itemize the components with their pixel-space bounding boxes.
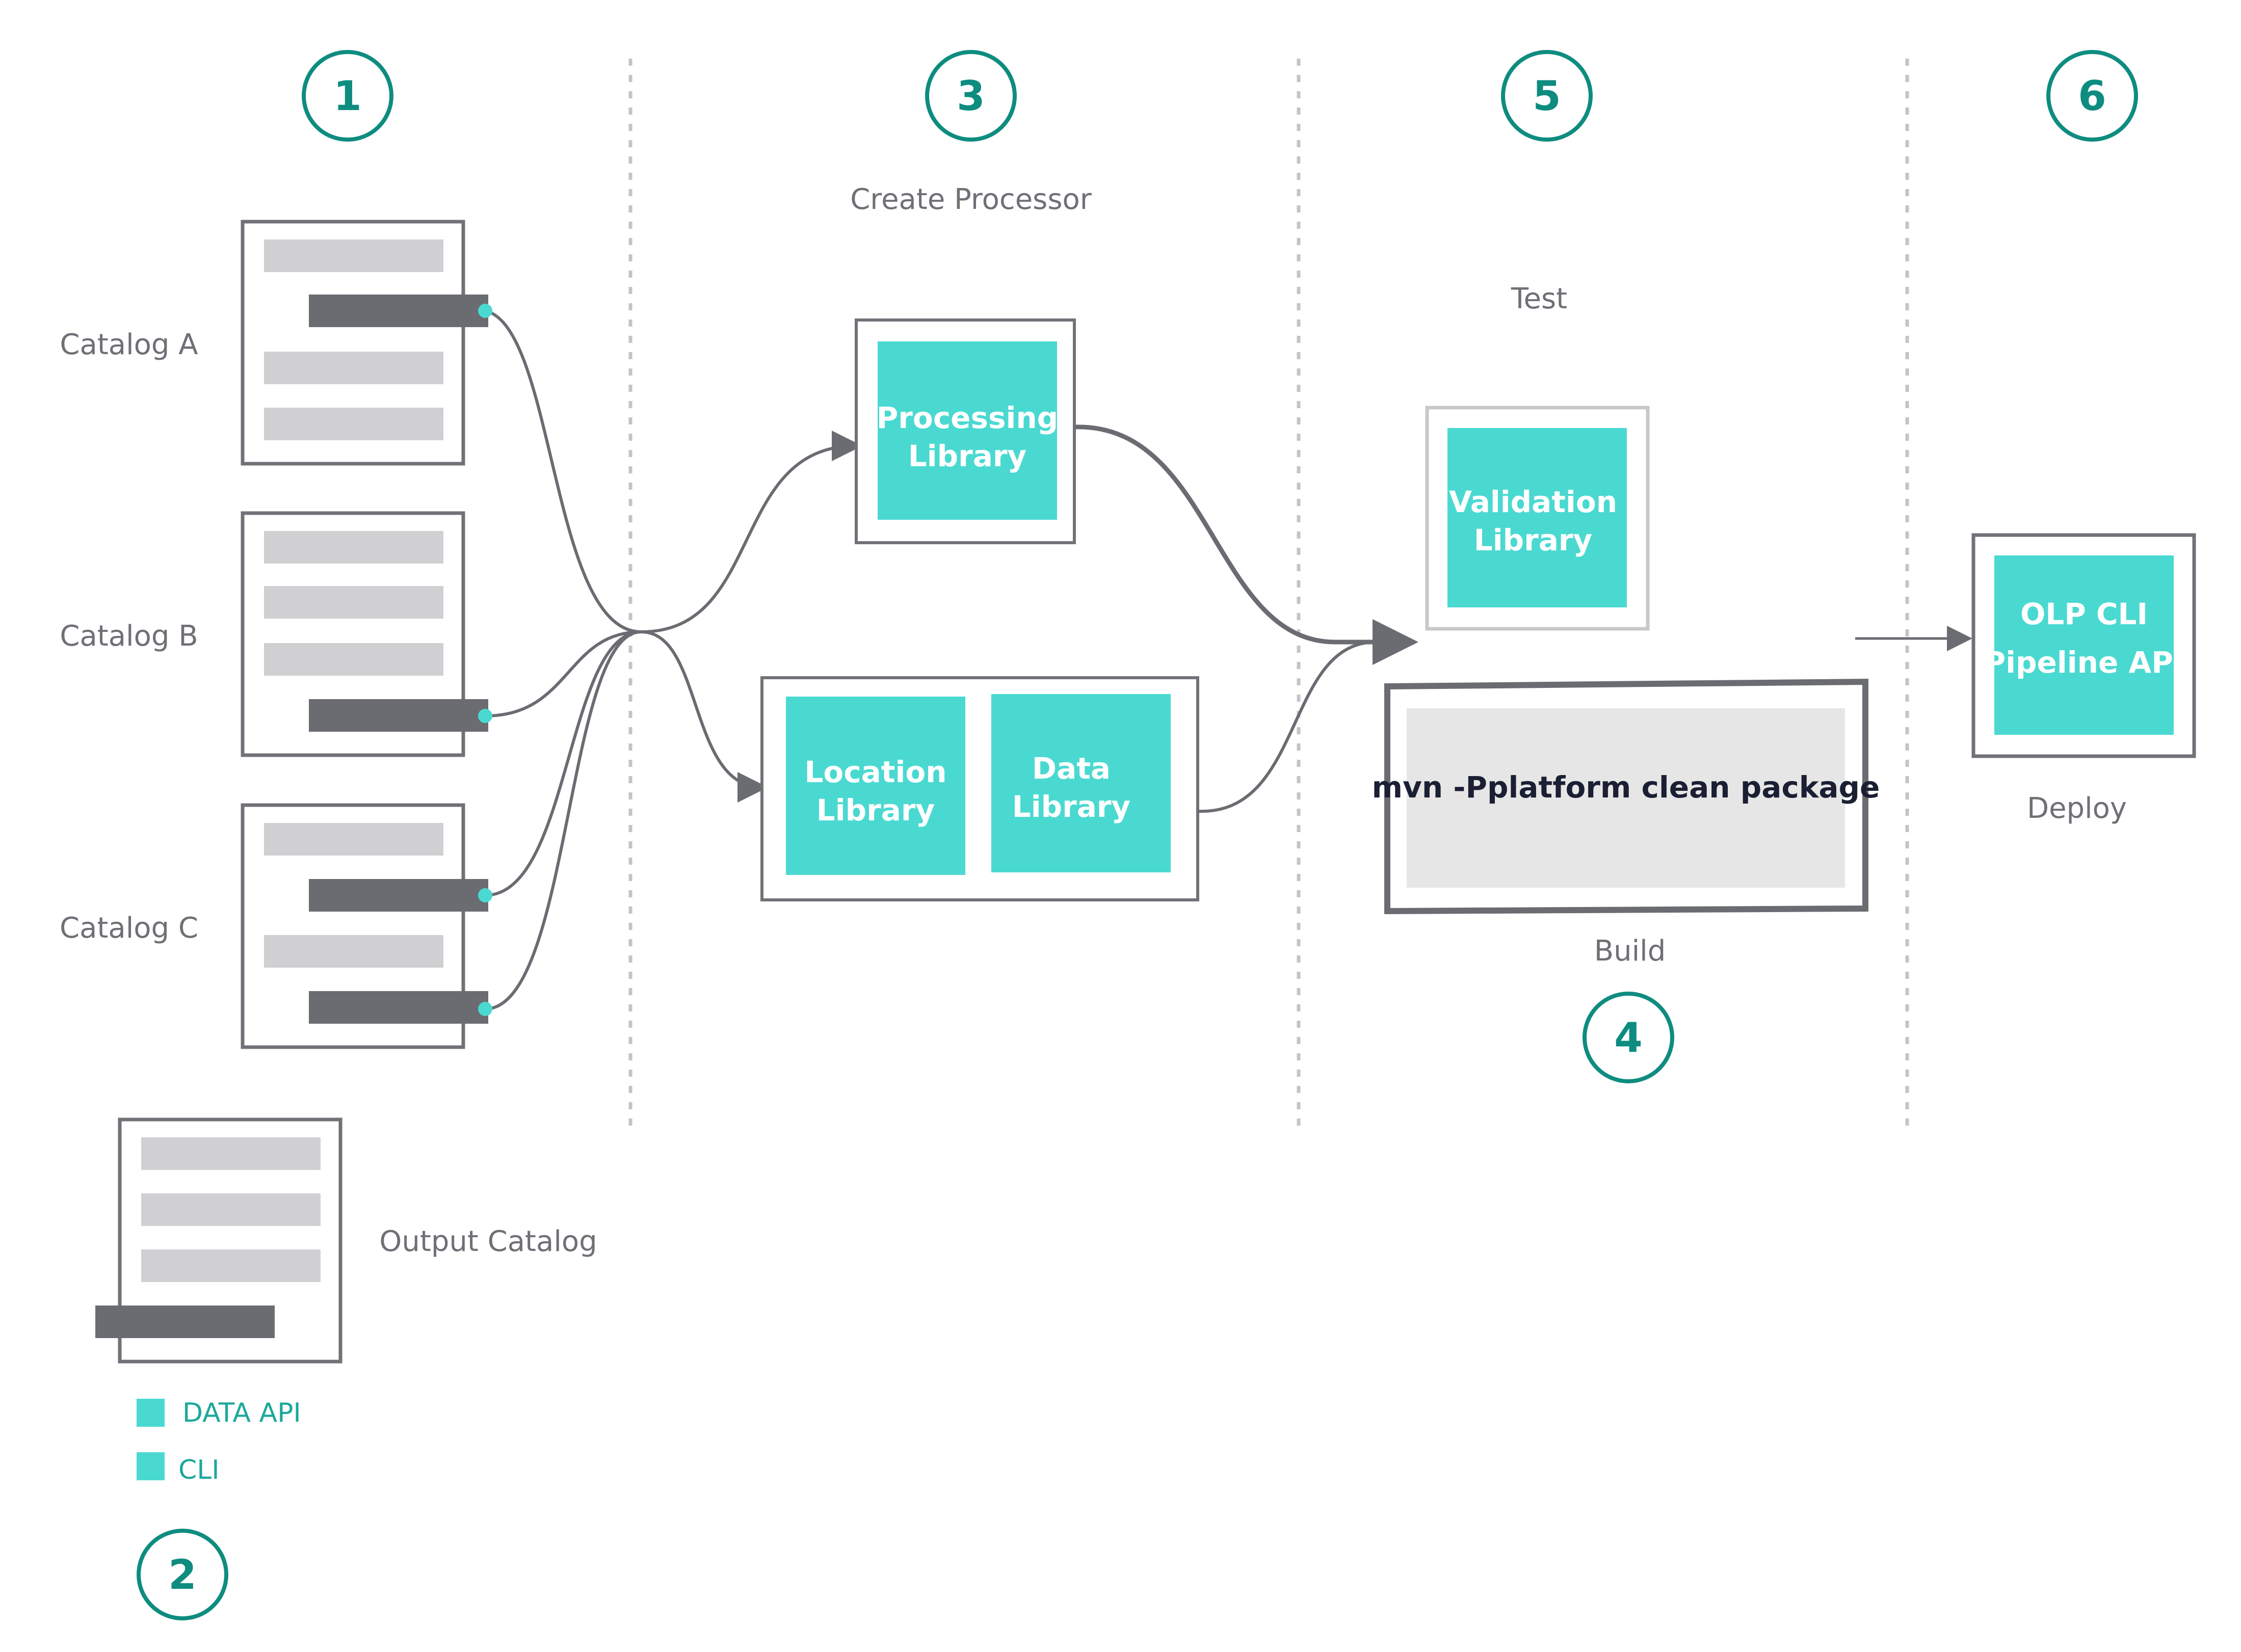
data-library-line2: Library <box>1012 789 1131 824</box>
step-4: 4 <box>1583 992 1674 1083</box>
step-1: 1 <box>302 50 393 142</box>
legend-data-api-label: DATA API <box>182 1398 301 1428</box>
step-4-label: 4 <box>1614 1014 1643 1061</box>
location-data-library-box: Location Library Data Library <box>760 676 1199 901</box>
catalog-a-layer <box>309 295 488 327</box>
catalog-c-port-2 <box>478 1002 492 1016</box>
build-command-text: mvn -Pplatform clean package <box>1372 770 1880 805</box>
catalog-c-label: Catalog C <box>60 912 198 945</box>
step-3: 3 <box>925 50 1017 142</box>
test-label: Test <box>1511 282 1567 315</box>
catalog-b-layer <box>309 699 488 732</box>
validation-library-box: Validation Library <box>1425 406 1650 631</box>
step-5-label: 5 <box>1533 72 1561 120</box>
legend-cli-swatch <box>137 1452 165 1480</box>
step-6-label: 6 <box>2078 72 2106 120</box>
location-library-line1: Location <box>804 755 946 789</box>
output-catalog-label: Output Catalog <box>379 1225 597 1258</box>
legend-cli-label: CLI <box>178 1455 220 1485</box>
build-label: Build <box>1594 935 1666 968</box>
catalog-c-port-1 <box>478 888 492 902</box>
catalog-c-layer-1 <box>309 879 488 912</box>
output-catalog-layer <box>95 1305 275 1338</box>
legend: DATA API CLI <box>137 1398 301 1485</box>
catalog-a-document <box>241 220 488 466</box>
step-1-label: 1 <box>333 72 362 120</box>
build-command-box: mvn -Pplatform clean package <box>1372 678 1880 915</box>
catalog-c-document <box>241 803 488 1049</box>
processing-library-box: Processing Library <box>855 318 1076 544</box>
olp-cli-box: OLP CLI Pipeline API <box>1971 533 2196 758</box>
catalog-a-label: Catalog A <box>60 328 198 361</box>
olp-cli-line2: Pipeline API <box>1984 645 2184 680</box>
create-processor-label: Create Processor <box>850 183 1092 216</box>
processing-library-line2: Library <box>908 439 1027 473</box>
validation-library-line2: Library <box>1474 523 1593 557</box>
processing-library-line1: Processing <box>877 401 1058 435</box>
step-2-label: 2 <box>168 1551 197 1598</box>
location-library-line2: Library <box>816 793 935 828</box>
catalog-connectors <box>485 309 862 1010</box>
step-5: 5 <box>1501 50 1593 142</box>
validation-library-line1: Validation <box>1449 485 1617 519</box>
catalog-b-label: Catalog B <box>60 620 198 653</box>
olp-cli-line1: OLP CLI <box>2020 597 2148 631</box>
catalog-a-port <box>478 304 492 318</box>
catalog-c-layer-2 <box>309 991 488 1024</box>
output-catalog-document <box>95 1117 342 1364</box>
legend-data-api-swatch <box>137 1399 165 1427</box>
step-6: 6 <box>2046 50 2138 142</box>
catalog-b-port <box>478 709 492 723</box>
data-library-line1: Data <box>1032 751 1111 786</box>
step-3-label: 3 <box>957 72 985 120</box>
catalog-b-document <box>241 511 488 757</box>
step-2: 2 <box>137 1529 228 1620</box>
library-connectors <box>1074 424 1418 813</box>
deploy-label: Deploy <box>2027 792 2127 825</box>
